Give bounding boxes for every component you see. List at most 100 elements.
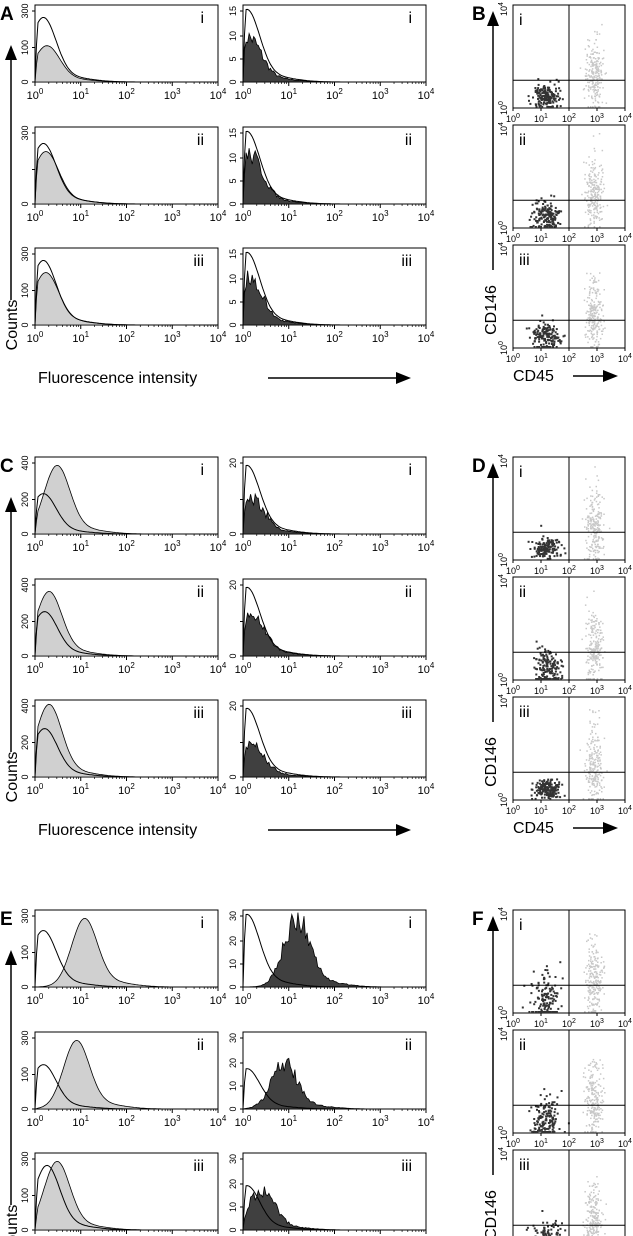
x-tick-label: 101 — [280, 782, 297, 797]
x-tick-label: 101 — [534, 1138, 548, 1149]
y-tick-label: 10 — [228, 153, 238, 163]
x-tick-label: 101 — [280, 87, 297, 102]
y-tick-label: 100 — [498, 553, 509, 567]
isotype-histogram — [34, 1164, 218, 1231]
x-tick-label: 102 — [326, 1114, 343, 1129]
x-tick-label: 100 — [506, 1138, 520, 1149]
isotype-histogram — [34, 930, 218, 988]
row-label: i — [519, 917, 523, 934]
x-tick-label: 104 — [210, 87, 227, 102]
x-tick-label: 102 — [326, 661, 343, 676]
x-tick-label: 103 — [164, 1114, 181, 1129]
x-tick-label: 102 — [562, 1138, 576, 1149]
row-label: iii — [193, 1158, 204, 1175]
x-tick-label: 102 — [118, 992, 135, 1007]
x-tick-label: 104 — [618, 1018, 632, 1029]
x-tick-label: 100 — [235, 209, 252, 224]
x-tick-label: 104 — [418, 782, 435, 797]
x-tick-label: 103 — [372, 87, 389, 102]
x-tick-label: 104 — [418, 209, 435, 224]
x-tick-label: 101 — [280, 1114, 297, 1129]
x-tick-label: 101 — [534, 565, 548, 576]
y-tick-label: 20 — [228, 701, 238, 711]
y-tick-label: 104 — [498, 2, 509, 16]
panel-letter-histograms: E — [0, 909, 13, 930]
y-tick-label: 0 — [228, 322, 238, 327]
x-tick-label: 101 — [72, 1114, 89, 1129]
y-tick-label: 0 — [20, 201, 30, 206]
row-label: iii — [519, 252, 530, 269]
x-tick-label: 102 — [326, 209, 343, 224]
y-tick-label: 100 — [20, 283, 30, 298]
fluorescence-label: Fluorescence intensity — [38, 822, 197, 839]
x-tick-label: 104 — [618, 1138, 632, 1149]
x-tick-label: 100 — [27, 330, 44, 345]
y-tick-label: 0 — [228, 653, 238, 658]
x-tick-label: 102 — [562, 685, 576, 696]
x-tick-label: 101 — [280, 992, 297, 1007]
y-tick-label: 5 — [228, 178, 238, 183]
x-tick-label: 104 — [210, 1114, 227, 1129]
y-tick-label: 100 — [20, 1067, 30, 1082]
x-tick-label: 101 — [72, 87, 89, 102]
x-tick-label: 101 — [534, 353, 548, 364]
x-tick-label: 104 — [618, 805, 632, 816]
row-label: i — [200, 915, 204, 932]
x-tick-label: 103 — [372, 539, 389, 554]
x-tick-label: 104 — [418, 87, 435, 102]
isotype-histogram — [34, 17, 218, 83]
row-label: i — [408, 462, 412, 479]
y-tick-label: 104 — [498, 694, 509, 708]
x-tick-label: 103 — [164, 992, 181, 1007]
row-label: i — [200, 10, 204, 27]
x-tick-label: 100 — [27, 539, 44, 554]
y-tick-label: 20 — [228, 458, 238, 468]
isotype-histogram — [34, 1064, 218, 1110]
y-tick-label: 0 — [228, 201, 238, 206]
x-tick-label: 100 — [506, 1018, 520, 1029]
x-tick-label: 102 — [562, 233, 576, 244]
y-tick-label: 20 — [228, 936, 238, 946]
y-tick-label: 100 — [498, 793, 509, 807]
x-tick-label: 104 — [418, 1114, 435, 1129]
x-tick-label: 103 — [372, 209, 389, 224]
x-tick-label: 100 — [235, 782, 252, 797]
row-label: i — [408, 10, 412, 27]
cd45-label: CD45 — [513, 820, 554, 837]
x-tick-label: 103 — [590, 685, 604, 696]
y-tick-label: 20 — [228, 1058, 238, 1068]
x-tick-label: 102 — [562, 565, 576, 576]
y-tick-label: 15 — [228, 6, 238, 16]
x-tick-label: 101 — [72, 539, 89, 554]
panel-letter-dotplots: D — [472, 456, 486, 477]
y-tick-label: 100 — [498, 673, 509, 687]
x-tick-label: 100 — [235, 661, 252, 676]
y-tick-label: 104 — [498, 122, 509, 136]
y-tick-label: 104 — [498, 242, 509, 256]
x-tick-label: 104 — [418, 539, 435, 554]
y-tick-label: 0 — [20, 774, 30, 779]
row-label: iii — [519, 704, 530, 721]
row-label: ii — [197, 1037, 204, 1054]
y-tick-label: 100 — [20, 40, 30, 55]
x-tick-label: 101 — [534, 1018, 548, 1029]
x-tick-label: 104 — [618, 113, 632, 124]
cd146-label: CD146 — [483, 1190, 500, 1236]
y-tick-label: 30 — [228, 1154, 238, 1164]
row-label: ii — [519, 132, 526, 149]
x-tick-label: 103 — [590, 1138, 604, 1149]
isotype-histogram — [242, 913, 426, 988]
y-tick-label: 400 — [20, 577, 30, 592]
x-tick-label: 100 — [235, 330, 252, 345]
x-tick-label: 101 — [534, 113, 548, 124]
panel-letter-histograms: C — [0, 456, 14, 477]
